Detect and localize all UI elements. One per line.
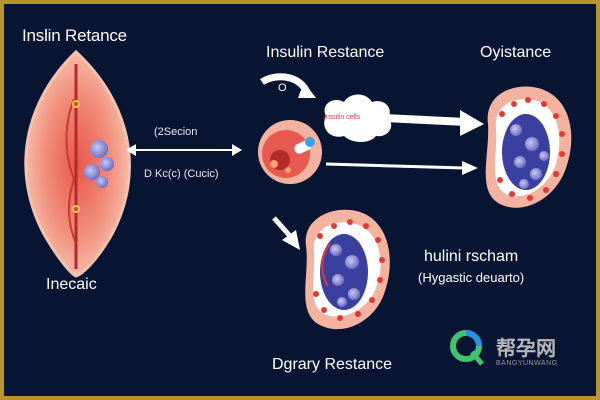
arrow-label: O xyxy=(278,82,287,94)
cloud-shape xyxy=(324,94,392,142)
bottom-cell xyxy=(305,209,390,330)
label-right-mid-2: (Hygastic deuarto) xyxy=(418,270,525,285)
watermark-brand-cn: 帮孕网 xyxy=(496,336,556,360)
left-organ xyxy=(24,49,131,278)
curved-arrow-top xyxy=(260,73,316,98)
annotation-1: (2Secion xyxy=(154,126,198,138)
watermark-brand-en: BANGYUNWANG xyxy=(496,360,558,367)
arrow-down-right xyxy=(272,216,300,250)
label-right-mid-1: hulini rscham xyxy=(424,248,519,265)
cloud-label: Insulin cells xyxy=(324,114,361,121)
label-left-bottom: Inecaic xyxy=(46,276,97,293)
right-cell-upper xyxy=(485,86,572,208)
center-organ xyxy=(258,120,322,184)
annotation-2: D Kc(c) (Cucic) xyxy=(144,168,219,180)
double-arrow xyxy=(126,144,242,156)
label-top-center: Insulin Restance xyxy=(266,44,385,61)
watermark-logo-icon xyxy=(450,330,484,366)
arrow-to-right-lower xyxy=(325,161,478,175)
arrow-to-right-upper xyxy=(383,110,484,136)
label-top-left: Inslin Retance xyxy=(22,26,127,45)
label-bottom-center: Dgrary Restance xyxy=(272,356,393,373)
label-top-right: Oyistance xyxy=(480,44,552,61)
diagram-art xyxy=(24,49,572,366)
